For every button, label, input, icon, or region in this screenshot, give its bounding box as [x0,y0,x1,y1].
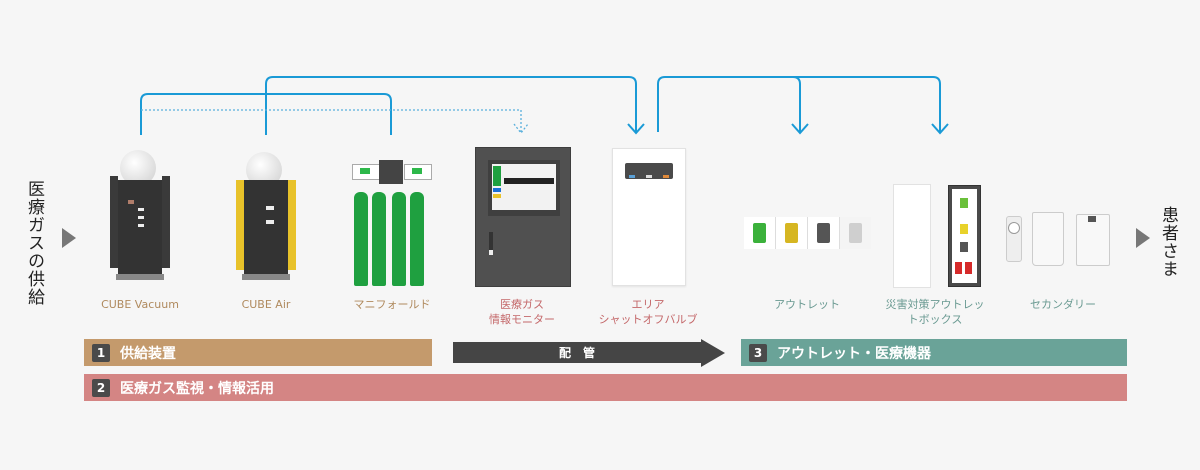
secondary-label: セカンダリー [1030,298,1096,311]
band-monitoring: 2 医療ガス監視・情報活用 [84,374,1127,401]
band-outlet: 3 アウトレット・医療機器 [741,339,1127,366]
area-valve-image [612,148,686,286]
band-supply-label: 供給装置 [120,345,176,362]
area-valve-label-line2: シャットオフバルブ [598,313,698,326]
cube-air-image [234,150,298,282]
pipe-arrowhead-area-valve [627,123,645,135]
disaster-box-label: 災害対策アウトレッ トボックス [880,297,990,327]
gas-supply-label: 医療ガスの供給 [24,180,44,306]
cube-air-label: CUBE Air [241,298,291,311]
patient-label: 患者さま [1158,206,1178,278]
piping-arrow-icon [701,339,725,367]
disaster-box-label-line1: 災害対策アウトレッ [885,298,985,311]
pipe-arrowhead-outlet [791,123,809,135]
band-monitoring-number: 2 [92,378,110,397]
secondary-image [1004,208,1120,268]
manifold-label: マニフォールド [353,298,431,311]
band-supply: 1 供給装置 [84,339,432,366]
band-supply-number: 1 [92,343,110,362]
band-outlet-label: アウトレット・医療機器 [777,345,931,362]
flow-arrow-start-icon [62,228,76,248]
manifold-image [352,160,432,286]
band-monitoring-label: 医療ガス監視・情報活用 [120,380,274,397]
pipe-branch-outlet [792,76,801,132]
disaster-box-open-image [948,185,981,287]
flow-arrow-end-icon [1136,228,1150,248]
pipe-from-area-valve [657,76,941,132]
data-line-to-monitor [141,109,522,132]
band-piping: 配 管 [453,342,701,363]
area-valve-label-line1: エリア [631,298,665,311]
gas-monitor-label-line1: 医療ガス [500,298,544,311]
gas-monitor-label-line2: 情報モニター [489,313,555,326]
outlet-label: アウトレット [774,298,840,311]
pipe-arrowhead-disaster [931,123,949,135]
outlet-image [744,217,872,249]
area-valve-label: エリア シャットオフバルブ [590,297,706,327]
cube-vacuum-label: CUBE Vacuum [101,298,179,311]
band-piping-label: 配 管 [558,346,595,360]
disaster-box-label-line2: トボックス [907,313,963,326]
band-outlet-number: 3 [749,343,767,362]
pipe-to-area-valve [265,76,637,135]
disaster-box-closed-image [893,184,931,288]
cube-vacuum-image [108,150,172,282]
gas-monitor-label: 医療ガス 情報モニター [470,297,574,327]
gas-monitor-image [475,147,571,287]
